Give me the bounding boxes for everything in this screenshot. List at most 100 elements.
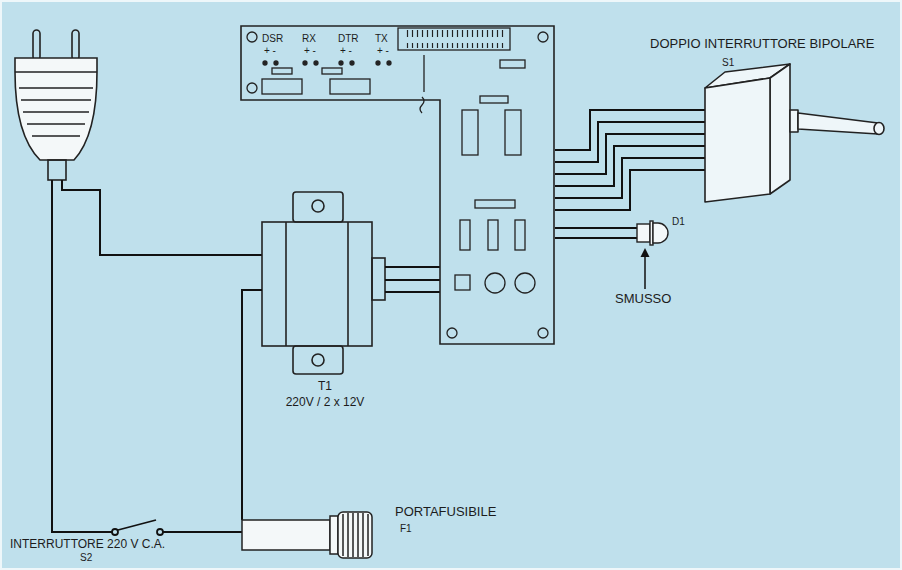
ic	[330, 79, 370, 94]
regulator	[460, 220, 470, 250]
knurl	[357, 513, 359, 557]
wire	[645, 121, 705, 123]
wire	[210, 531, 232, 533]
text-holder: 220V / 2 x 12V	[286, 396, 365, 410]
crystal	[500, 60, 525, 68]
text-holder: + -	[377, 45, 389, 57]
knurl	[352, 513, 354, 557]
pcb-components	[247, 28, 548, 338]
text-holder: RX	[302, 33, 316, 45]
text-holder: + -	[264, 45, 276, 57]
led-base	[637, 224, 650, 242]
switch-front	[705, 78, 770, 202]
lead	[625, 227, 637, 229]
wire	[645, 157, 705, 159]
fuse-body	[242, 520, 330, 550]
component-label: INTERRUTTORE 220 V C.A.	[10, 538, 165, 552]
db25-connector	[398, 28, 510, 50]
leader	[641, 248, 650, 289]
board-outline	[240, 25, 555, 345]
pad	[339, 61, 343, 65]
transformer-bracket	[293, 346, 343, 374]
wire	[395, 291, 440, 293]
ic	[262, 79, 302, 94]
lead	[385, 266, 395, 268]
text-holder: DSR	[262, 33, 283, 45]
regulator	[488, 220, 498, 250]
jumper	[423, 55, 424, 92]
ic	[505, 110, 521, 155]
component-value: + -	[340, 45, 352, 57]
resistor	[272, 68, 292, 74]
switch-blade	[118, 520, 156, 530]
text-holder: F1	[400, 523, 412, 535]
component-value: + -	[264, 45, 276, 57]
knurl	[367, 514, 369, 556]
text-holder: PORTAFUSIBILE	[395, 505, 496, 520]
knurl	[342, 514, 344, 556]
wire	[555, 146, 645, 186]
plug-pin	[33, 30, 40, 60]
board-outline	[241, 26, 554, 344]
capacitor	[485, 273, 505, 293]
plug-body	[15, 58, 97, 160]
led-leads	[625, 228, 637, 238]
lever-tip	[874, 123, 884, 135]
lead	[625, 237, 637, 239]
text-holder: TX	[375, 33, 388, 45]
mounting-hole	[247, 83, 257, 93]
led-dome	[653, 223, 668, 243]
mains-wire	[62, 180, 262, 255]
fuse-holder-f1: PORTAFUSIBILE F1	[232, 500, 522, 568]
text-holder: D1	[672, 216, 685, 228]
mounting-hole	[447, 328, 457, 338]
switch-contact	[112, 529, 118, 535]
text-holder: S2	[80, 552, 92, 564]
lead	[385, 291, 395, 293]
callout-label: SMUSSO	[615, 292, 671, 307]
pad	[303, 61, 307, 65]
component-value: RX	[302, 33, 316, 45]
ic	[462, 110, 478, 155]
mounting-hole	[538, 328, 548, 338]
pad	[263, 61, 267, 65]
bridge-rectifier	[455, 275, 470, 290]
circuit-board: DSR+ -RX+ -DTR+ -TX+ -	[240, 25, 555, 345]
arrowhead	[641, 248, 650, 257]
mounting-hole	[538, 32, 548, 42]
switch-wires	[645, 110, 705, 170]
lead	[241, 500, 243, 520]
component-value: TX	[375, 33, 388, 45]
lead	[232, 531, 242, 533]
wire	[555, 122, 645, 162]
wire	[555, 170, 645, 210]
fuse-holder	[242, 512, 372, 558]
text-holder: DOPPIO INTERRUTTORE BIPOLARE	[650, 37, 874, 52]
wire	[645, 133, 705, 135]
resistor	[475, 200, 515, 208]
component-value: F1	[400, 523, 412, 535]
wire	[555, 134, 645, 174]
transformer	[262, 192, 385, 374]
fuse-leads	[232, 500, 242, 532]
pad	[274, 61, 278, 65]
plug-rib	[15, 71, 97, 73]
pad	[387, 61, 391, 65]
connector-pins	[404, 30, 504, 48]
led-d1: D1	[625, 215, 695, 255]
fuse-ring	[330, 516, 338, 554]
transformer-t1: T1 220V / 2 x 12V	[255, 188, 395, 420]
component-label: PORTAFUSIBILE	[395, 505, 496, 520]
lead	[255, 289, 262, 291]
component-value: S1	[722, 57, 734, 69]
component-value: + -	[304, 45, 316, 57]
plug-rib	[27, 123, 85, 125]
knurl	[362, 513, 364, 557]
wire	[555, 158, 645, 198]
pad	[314, 61, 318, 65]
capacitor	[515, 273, 535, 293]
text-holder: T1	[318, 380, 332, 394]
mounting-hole	[312, 354, 324, 366]
